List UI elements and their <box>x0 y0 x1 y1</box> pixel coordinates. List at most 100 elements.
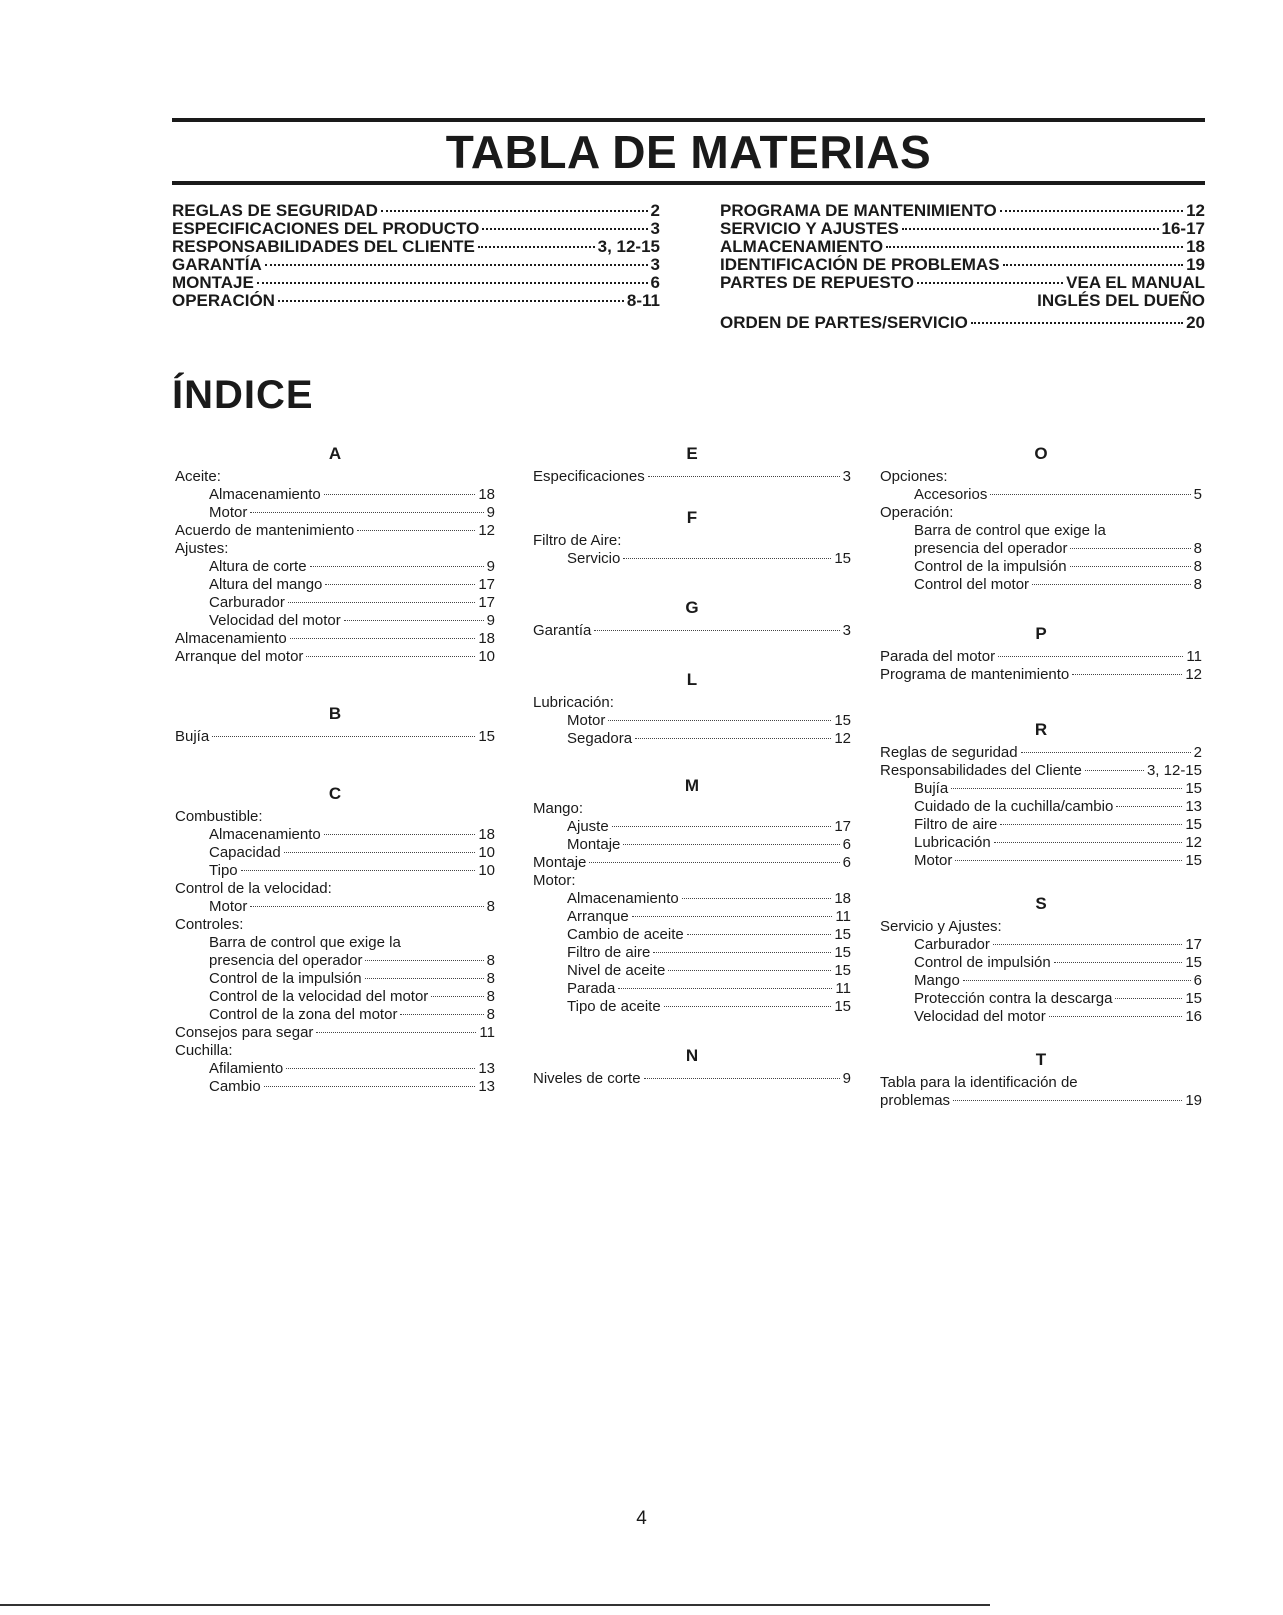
index-entry-label: Bujía <box>914 780 949 797</box>
index-entry-label: Operación: <box>880 504 954 521</box>
toc-leader <box>482 228 648 230</box>
index-entry-page: 5 <box>1193 486 1202 503</box>
index-entry-label: Lubricación <box>914 834 991 851</box>
index-letter: A <box>328 444 342 463</box>
index-leader <box>400 1014 484 1015</box>
index-leader <box>643 1078 840 1079</box>
index-entry-label: Lubricación: <box>533 694 614 711</box>
toc-label: ESPECIFICACIONES DEL PRODUCTO <box>172 219 480 238</box>
index-entry-label: Velocidad del motor <box>914 1008 1046 1025</box>
index-leader <box>431 996 484 997</box>
index-entry-label: Filtro de aire <box>567 944 651 961</box>
toc-leader <box>999 210 1184 212</box>
index-leader <box>1069 566 1191 567</box>
index-entry-page: 11 <box>835 980 851 997</box>
index-entry-label: Opciones: <box>880 468 948 485</box>
index-entry-page: 12 <box>1185 834 1202 851</box>
index-entry-label: presencia del operador <box>914 540 1068 557</box>
toc-page: 12 <box>1186 201 1205 220</box>
index-entry-page: 15 <box>1185 780 1202 797</box>
index-entry: Barra de control que exige la <box>175 934 495 952</box>
index-entry-label: Almacenamiento <box>209 826 321 843</box>
index-entry-page: 17 <box>478 576 495 593</box>
index-leader <box>1070 548 1191 549</box>
index-entry-label: Cuidado de la cuchilla/cambio <box>914 798 1114 815</box>
index-leader <box>283 852 476 853</box>
index-letter: C <box>328 784 342 803</box>
index-leader <box>343 620 484 621</box>
page-title: TABLA DE MATERIAS <box>445 126 932 178</box>
index-leader <box>1048 1016 1183 1017</box>
index-entry-page: 13 <box>478 1078 495 1095</box>
index-leader <box>618 988 833 989</box>
toc-leader <box>477 246 595 248</box>
index-entry-label: Ajustes: <box>175 540 229 557</box>
index-entry-label: Altura del mango <box>209 576 323 593</box>
index-entry-label: Motor <box>209 504 248 521</box>
toc-label: SERVICIO Y AJUSTES <box>720 219 899 238</box>
index-leader <box>316 1032 477 1033</box>
index-entry-page: 10 <box>478 648 495 665</box>
index-entry-page: 11 <box>835 908 851 925</box>
index-leader <box>286 1068 476 1069</box>
index-entry-page: 8 <box>486 952 495 969</box>
index-entry-label: Almacenamiento <box>209 486 321 503</box>
index-entry: Motor: <box>533 872 851 890</box>
index-letter: T <box>1035 1050 1047 1069</box>
page-number: 4 <box>636 1508 647 1529</box>
index-entry: Cambio 13 <box>175 1078 495 1096</box>
index-entry-page: 6 <box>1193 972 1202 989</box>
index-leader <box>623 558 832 559</box>
index-entry-page: 15 <box>1185 990 1202 1007</box>
index-entry-label: Carburador <box>914 936 990 953</box>
index-entry-label: Montaje <box>567 836 621 853</box>
index-entry-label: presencia del operador <box>209 952 363 969</box>
index-leader <box>653 952 832 953</box>
index-leader <box>1000 824 1183 825</box>
index-leader <box>993 842 1183 843</box>
toc-label: PROGRAMA DE MANTENIMIENTO <box>720 201 997 220</box>
toc-page: 20 <box>1186 313 1205 332</box>
index-entry-page: 18 <box>478 630 495 647</box>
index-entry: Altura del mango 17 <box>175 576 495 594</box>
index-leader <box>962 980 1191 981</box>
index-leader <box>594 630 840 631</box>
index-leader <box>1116 806 1183 807</box>
index-entry-label: Altura de corte <box>209 558 307 575</box>
index-entry-page: 9 <box>486 504 495 521</box>
index-entry-page: 10 <box>478 844 495 861</box>
index-entry-label: Cambio <box>209 1078 261 1095</box>
toc-leader <box>256 282 648 284</box>
index-leader <box>323 494 476 495</box>
index-entry-page: 8 <box>486 988 495 1005</box>
index-entry-page: 8 <box>486 898 495 915</box>
index-entry: Opciones: <box>880 468 1202 486</box>
index-entry-page: 15 <box>834 944 851 961</box>
index-entry-label: Especificaciones <box>533 468 645 485</box>
toc-label: IDENTIFICACIÓN DE PROBLEMAS <box>720 255 1000 274</box>
index-leader <box>589 862 840 863</box>
index-entry: Motor 9 <box>175 504 495 522</box>
index-entry-page: 18 <box>478 486 495 503</box>
index-entry-label: Programa de mantenimiento <box>880 666 1070 683</box>
